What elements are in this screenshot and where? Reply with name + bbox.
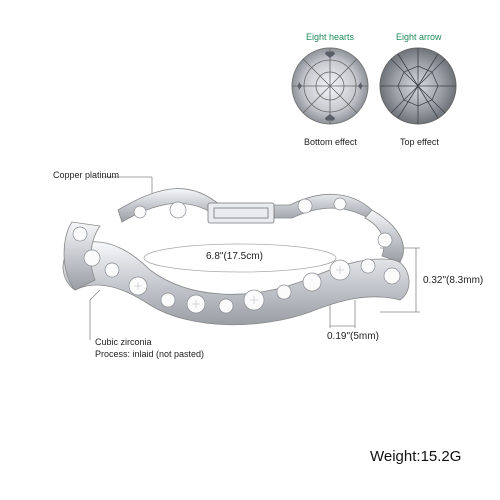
material-callout: Copper platinum — [53, 170, 120, 180]
eight-hearts-gem — [291, 47, 369, 125]
length-dimension: 6.8"(17.5cm) — [206, 251, 263, 262]
length-ellipse — [143, 243, 337, 273]
bracelet — [62, 188, 410, 326]
stone-callout: Cubic zirconia — [95, 337, 152, 347]
top-effect-caption: Top effect — [400, 137, 439, 147]
eight-hearts-label: Eight hearts — [306, 32, 355, 42]
bottom-effect-caption: Bottom effect — [304, 137, 357, 147]
height-dimension: 0.32"(8.3mm) — [423, 275, 484, 286]
eight-arrow-label: Eight arrow — [396, 32, 442, 42]
weight-label: Weight:15.2G — [370, 448, 462, 465]
eight-arrow-gem — [379, 47, 457, 125]
width-dimension: 0.19"(5mm) — [327, 331, 379, 342]
process-callout: Process: inlaid (not pasted) — [95, 349, 205, 359]
